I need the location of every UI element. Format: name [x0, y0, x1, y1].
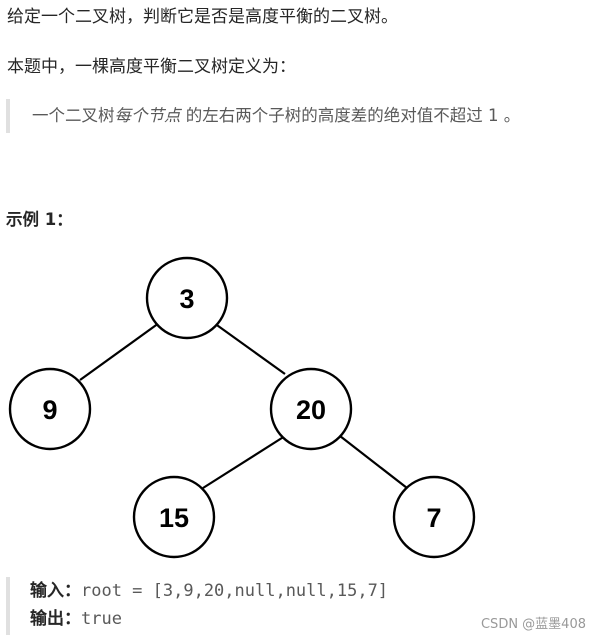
input-label: 输入：: [30, 581, 81, 601]
node-3-circle: [145, 256, 229, 340]
node-20-circle: [269, 367, 353, 451]
input-value: root = [3,9,20,null,null,15,7]: [81, 581, 389, 601]
edge-3-20: [213, 322, 286, 375]
definition-lead: 本题中，一棵高度平衡二叉树定义为：: [7, 57, 296, 77]
input-line: 输入：root = [3,9,20,null,null,15,7]: [30, 577, 466, 605]
edge-3-9: [79, 322, 160, 381]
problem-intro: 给定一个二叉树，判断它是否是高度平衡的二叉树。: [7, 7, 398, 27]
binary-tree-diagram: 3 9 20 15 7: [8, 256, 476, 559]
edge-20-7: [339, 435, 408, 489]
node-9-circle: [8, 367, 92, 451]
output-label: 输出：: [30, 609, 81, 629]
node-15-circle: [132, 475, 216, 559]
quote-emphasis: 每个节点: [114, 106, 181, 125]
node-7-label: 7: [426, 503, 441, 533]
node-20-label: 20: [296, 395, 326, 425]
node-3-label: 3: [179, 284, 194, 314]
output-value: true: [81, 609, 122, 629]
node-7-circle: [392, 475, 476, 559]
node-15-label: 15: [159, 503, 189, 533]
definition-quote: 一个二叉树每个节点 的左右两个子树的高度差的绝对值不超过 1 。: [6, 99, 586, 133]
example-title: 示例 1：: [6, 210, 73, 229]
example-io-block: 输入：root = [3,9,20,null,null,15,7] 输出：tru…: [6, 577, 466, 635]
edge-20-15: [202, 435, 286, 489]
csdn-watermark: CSDN @蓝墨408: [480, 617, 586, 632]
quote-text-after: 的左右两个子树的高度差的绝对值不超过 1 。: [180, 106, 521, 125]
quote-text-before: 一个二叉树: [32, 106, 115, 125]
output-line: 输出：true: [30, 605, 466, 633]
node-9-label: 9: [42, 395, 57, 425]
